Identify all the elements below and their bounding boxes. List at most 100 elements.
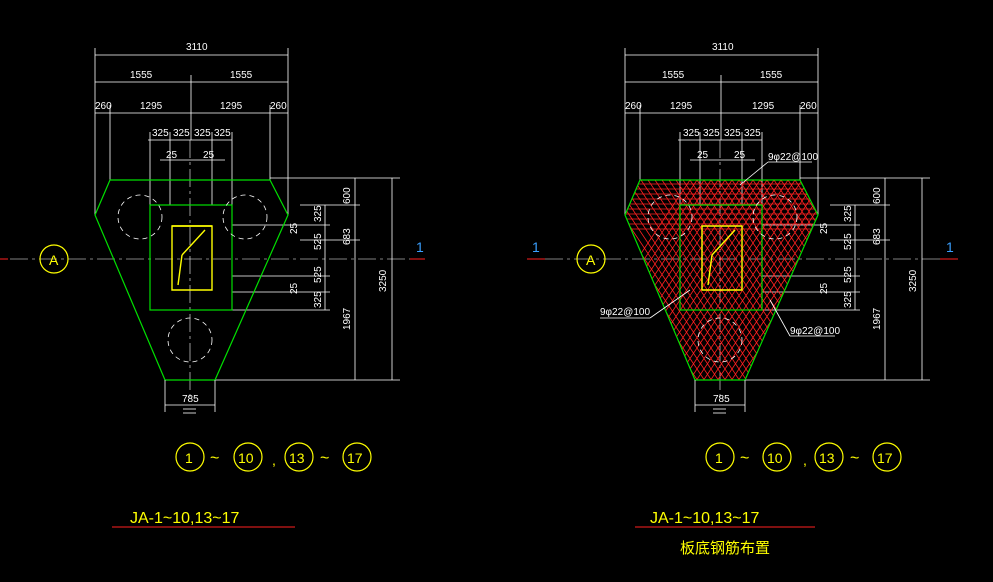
dim-text: 1555 [662,70,685,81]
axis-range-label: 17 [877,450,893,466]
top-dimensions: 3110 1555 1555 260 1295 1295 260 325 325… [94,42,289,215]
rebar-line [689,180,818,380]
axis-range-label: 13 [819,450,835,466]
rebar-line [703,180,818,380]
rebar-line [886,180,993,390]
tilde: ~ [320,450,329,467]
rebar-line [682,180,818,380]
dim-text: 1967 [342,307,353,330]
dim-text: 1555 [230,70,253,81]
dim-text: 25 [166,150,178,161]
axis-label-1: 1 [946,239,954,255]
axis-range-label: 10 [238,450,254,466]
dim-text: 325 [214,128,231,139]
top-dimensions: 3110 1555 1555 260 1295 1295 260 325 325… [624,42,819,215]
rebar-line [480,180,620,390]
axis-range: 1 ~ 10 , 13 ~ 17 [175,442,372,472]
svg-text:25: 25 [289,282,300,294]
rebar-line [808,180,818,380]
dim-text: 25 [697,150,709,161]
rebar-line [661,180,803,380]
rebar-line [696,180,818,380]
dim-text: 785 [182,394,199,405]
pile-circle [117,194,163,240]
axis-label-1: 1 [532,239,540,255]
axis-bubble [233,442,263,472]
rebar-line [766,180,818,380]
axis-bubble [175,442,205,472]
dim-text: 325 [683,128,700,139]
tilde: ~ [210,450,219,467]
dim-text: 3250 [908,269,919,292]
dim-text: 3110 [186,42,208,53]
rebar-line [625,180,691,380]
axis-bubble [705,442,735,472]
pile-circle [167,317,213,363]
pile-circle [752,194,798,240]
dim-text: 1295 [140,101,163,112]
axis-range-label: 1 [185,450,193,466]
left-foundation-plan: 3110 1555 1555 260 1295 1295 260 325 325… [10,42,425,528]
axis-bubble [814,442,844,472]
dim-text: 325 [173,128,190,139]
rebar-line [625,180,740,380]
dim-text: 1967 [872,307,883,330]
rebar-line [808,180,818,380]
dim-text: 1555 [760,70,783,81]
comma: , [272,452,276,468]
column-outline [701,225,743,291]
rebar-line [625,180,635,380]
right-rebar-plan: 3110 1555 1555 260 1295 1295 260 325 325… [480,42,993,557]
axis-range-label: 13 [289,450,305,466]
dim-text: 683 [342,228,353,245]
axis-label-a: A [49,252,59,268]
dim-text: 325 [194,128,211,139]
comma: , [803,452,807,468]
rebar-line [625,180,628,380]
rebar-line [879,180,993,390]
right-dimensions: 600 683 1967 3250 325 525 525 325 25 25 [215,177,400,381]
dim-text: 785 [713,394,730,405]
dim-text: 683 [872,228,883,245]
rebar-line [625,180,642,380]
right-dimensions: 600 683 1967 3250 325 525 525 325 25 25 [745,177,930,381]
dim-text: 325 [313,291,324,308]
rebar-line [787,180,818,380]
rebar-line [710,180,818,380]
axis-range-label: 1 [715,450,723,466]
pedestal-outline [679,204,763,311]
rebar-line [773,180,818,380]
dim-text: 325 [703,128,720,139]
rebar-line [872,180,993,390]
dim-text: 25 [203,150,215,161]
dim-text: 525 [843,266,854,283]
rebar-line [675,180,817,380]
dim-text: 325 [313,205,324,222]
dim-text: 325 [744,128,761,139]
pile-circle [697,317,743,363]
axis-bubble [872,442,902,472]
dim-text: 1295 [220,101,243,112]
dim-text: 525 [843,233,854,250]
tilde: ~ [740,450,749,467]
rebar-line [851,180,991,390]
rebar-label: 9φ22@100 [768,152,818,163]
dim-text: 1295 [752,101,775,112]
rebar-line [837,180,977,390]
svg-text:25: 25 [819,222,830,234]
rebar-line [668,180,810,380]
dim-text: 325 [152,128,169,139]
rebar-line [625,180,733,380]
dim-text: 600 [872,187,883,204]
axis-range-label: 10 [767,450,783,466]
dim-text: 600 [342,187,353,204]
rebar-label: 9φ22@100 [790,326,840,337]
axis-label-1: 1 [416,239,424,255]
rebar-line [865,180,993,390]
pile-circle [222,194,268,240]
axis-label-a: A [586,252,596,268]
dim-text: 1295 [670,101,693,112]
dim-text: 525 [313,233,324,250]
axis-range: 1 ~ 10 , 13 ~ 17 [705,442,902,472]
